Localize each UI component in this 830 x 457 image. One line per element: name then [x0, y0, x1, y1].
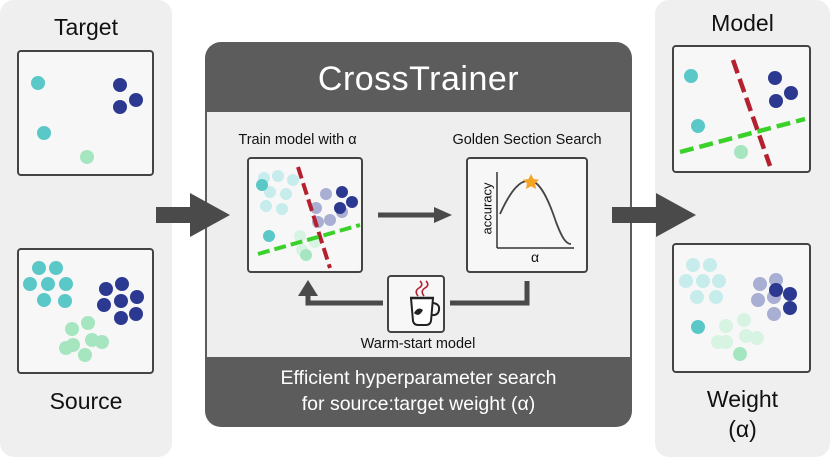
search-plot [496, 172, 574, 249]
feedback-arrowhead [298, 280, 318, 296]
arrow-train-to-search [378, 207, 452, 223]
warm-start-label: Warm-start model [360, 336, 476, 352]
weight-points [679, 258, 797, 361]
model-label: Model [711, 10, 774, 36]
weight-sub-label: (α) [728, 416, 757, 442]
source-label: Source [49, 388, 123, 414]
target-label: Target [54, 14, 118, 40]
target-points [31, 76, 143, 164]
search-label: Golden Section Search [452, 132, 602, 148]
arrow-left-to-center [156, 193, 230, 237]
model-points [679, 59, 806, 167]
search-card [466, 157, 588, 273]
source-points [23, 261, 144, 362]
coffee-cup-icon [409, 280, 441, 326]
footer-line2: for source:target weight (α) [301, 393, 536, 415]
footer-line1: Efficient hyperparameter search [280, 367, 557, 389]
crosstrainer-title: CrossTrainer [317, 60, 520, 98]
train-points [256, 166, 361, 269]
axis-x-label: α [530, 249, 540, 265]
arrow-center-to-right [612, 193, 696, 237]
train-label: Train model with α [238, 132, 357, 148]
weight-label: Weight [706, 386, 779, 412]
star-icon [523, 174, 539, 189]
axis-y-label: accuracy [479, 182, 495, 235]
feedback-loop-arrow [305, 281, 530, 306]
model-card [672, 45, 811, 173]
